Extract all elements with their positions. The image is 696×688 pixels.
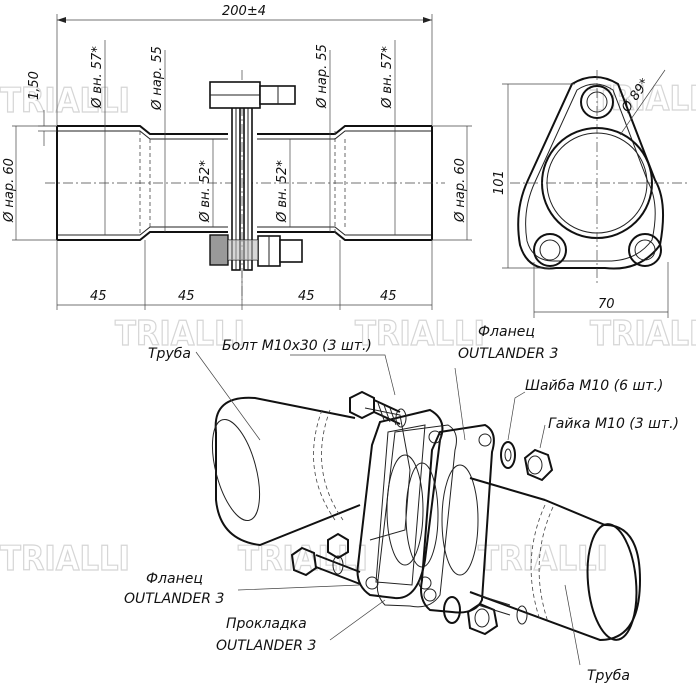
- neck-od-right-dim: Ø нар. 55: [315, 44, 330, 109]
- neck-id-right-dim: Ø вн. 52*: [275, 160, 290, 223]
- label-flange-bottom-line1: Фланец: [146, 571, 203, 587]
- pipe-section-view: 200±4: [2, 4, 472, 310]
- pipe-od-right-dim: Ø нар. 60: [453, 158, 468, 223]
- segment-1-dim: 45: [90, 289, 107, 304]
- watermark: TRIALLI: [0, 81, 130, 121]
- label-flange-top-line2: OUTLANDER 3: [458, 346, 558, 362]
- watermarks: TRIALLI TRIALLI TRIALLI TRIALLI TRIALLI …: [0, 78, 696, 579]
- label-gasket-line2: OUTLANDER 3: [216, 638, 316, 654]
- flange-front-view: Ø 89* 101 70: [492, 69, 690, 318]
- segment-4-dim: 45: [380, 289, 397, 304]
- label-pipe-right: Труба: [587, 668, 630, 684]
- label-pipe-left: Труба: [148, 346, 191, 362]
- label-washer: Шайба М10 (6 шт.): [525, 378, 663, 394]
- segment-2-dim: 45: [178, 289, 195, 304]
- label-gasket-line1: Прокладка: [226, 616, 307, 632]
- watermark: TRIALLI: [355, 314, 485, 354]
- neck-id-left-dim: Ø вн. 52*: [198, 160, 213, 223]
- label-bolt: Болт М10х30 (3 шт.): [222, 338, 372, 354]
- watermark: TRIALLI: [590, 79, 696, 119]
- watermark: TRIALLI: [0, 539, 130, 579]
- expanded-id-right-dim: Ø вн. 57*: [380, 46, 395, 109]
- watermark: TRIALLI: [590, 314, 696, 354]
- segment-3-dim: 45: [298, 289, 315, 304]
- label-nut: Гайка М10 (3 шт.): [548, 416, 679, 432]
- pipe-od-left-dim: Ø нар. 60: [2, 158, 17, 223]
- overall-length-dim: 200±4: [222, 4, 266, 19]
- label-flange-top-line1: Фланец: [478, 324, 535, 340]
- flange-width-dim: 70: [598, 297, 615, 312]
- neck-od-left-dim: Ø нар. 55: [150, 46, 165, 111]
- wall-thickness-dim: 1,50: [27, 71, 42, 100]
- flange-height-dim: 101: [492, 170, 507, 195]
- watermark: TRIALLI: [115, 314, 245, 354]
- expanded-id-left-dim: Ø вн. 57*: [90, 46, 105, 109]
- label-flange-bottom-line2: OUTLANDER 3: [124, 591, 224, 607]
- exploded-assembly-view: Труба Болт М10х30 (3 шт.) Фланец OUTLAND…: [124, 324, 679, 684]
